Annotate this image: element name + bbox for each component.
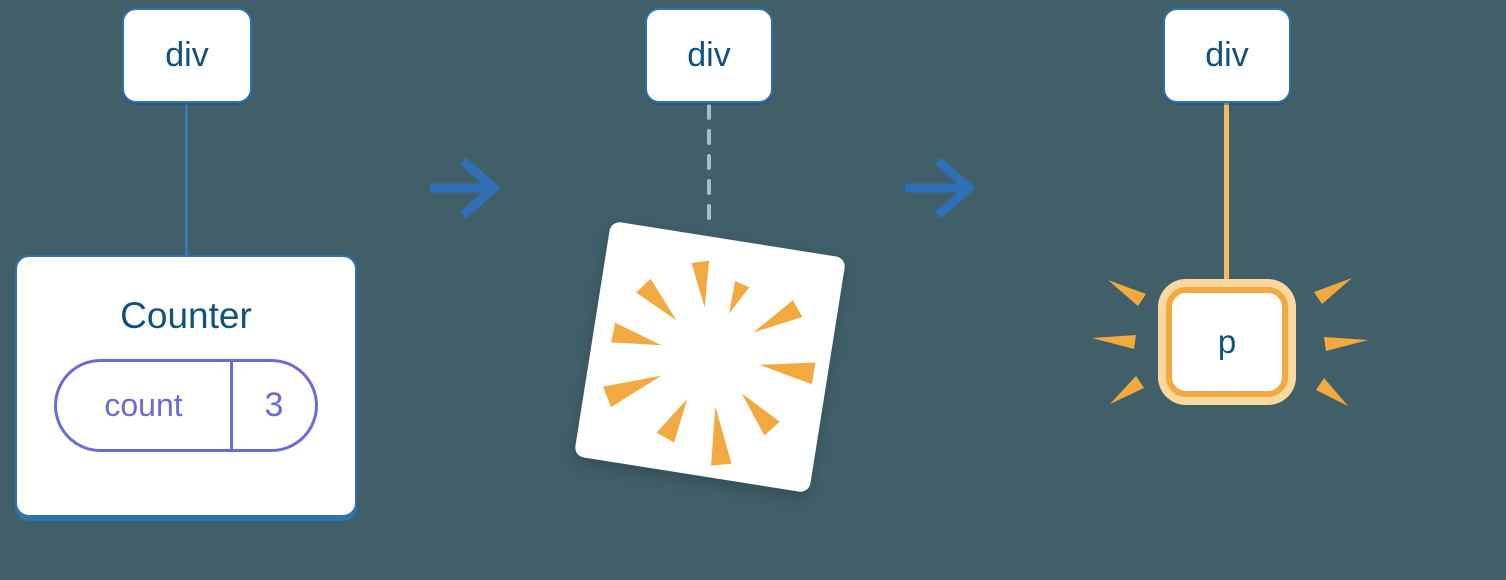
dom-node-div-during: div <box>645 8 773 103</box>
poof-burst-icon <box>603 260 816 466</box>
sparkle-burst-icon <box>1092 278 1368 406</box>
new-dom-node-glow: p <box>1158 279 1296 405</box>
arrow-right-icon <box>430 158 499 218</box>
dom-node-label: p <box>1217 323 1237 360</box>
arrow-right-icon <box>905 158 974 218</box>
component-title: Counter <box>120 295 252 336</box>
dom-node-p: p <box>1166 287 1288 397</box>
destroyed-component-box <box>573 220 847 494</box>
dom-node-div-before: div <box>122 8 252 103</box>
dom-node-label: div <box>165 36 209 74</box>
dom-node-div-after: div <box>1163 8 1291 103</box>
new-parent-child-connector <box>1224 101 1229 291</box>
dom-node-label: div <box>1205 36 1249 74</box>
dom-node-label: div <box>687 36 731 74</box>
dashed-connector <box>707 104 711 230</box>
state-key: count <box>57 362 233 449</box>
counter-component-card: Counter count 3 <box>15 255 357 517</box>
state-pill: count 3 <box>54 359 318 452</box>
state-value: 3 <box>264 386 284 424</box>
parent-child-connector <box>185 101 188 257</box>
